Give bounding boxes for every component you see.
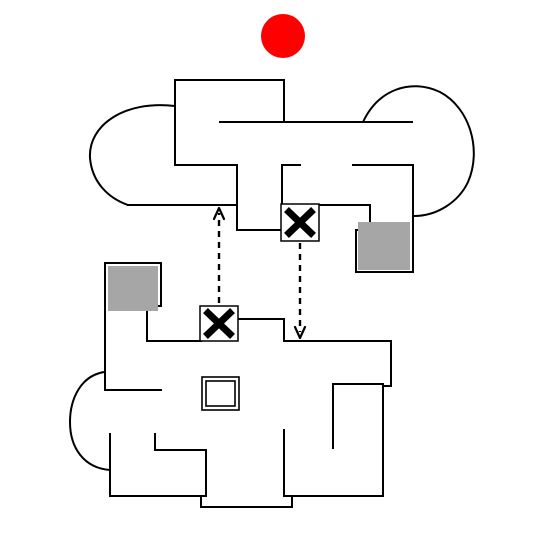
lower-bottom-left-wall bbox=[109, 433, 207, 497]
upper-level-walls bbox=[88, 79, 475, 273]
lower-left-room-wall bbox=[104, 262, 202, 391]
upper-stairs-icon bbox=[358, 222, 410, 270]
upper-main-wall bbox=[174, 79, 285, 166]
trap-upper-icon bbox=[280, 203, 320, 242]
lower-trap-alcove-wall bbox=[237, 318, 392, 387]
upper-left-lobe-wall bbox=[88, 104, 176, 206]
pedestal-icon bbox=[201, 376, 240, 411]
lower-stairs-icon bbox=[108, 266, 158, 311]
upper-right-lobe-wall bbox=[362, 85, 475, 217]
trap-lower-icon bbox=[199, 305, 239, 342]
lower-left-lobe-wall bbox=[68, 371, 111, 471]
portal-down-icon bbox=[293, 243, 307, 340]
portal-up-icon bbox=[212, 206, 226, 303]
lower-bottom-passage-wall bbox=[200, 495, 293, 508]
lower-right-inner-wall bbox=[332, 383, 384, 449]
lower-level-walls bbox=[68, 262, 392, 508]
lower-right-wing-wall bbox=[283, 385, 392, 497]
entrance-marker bbox=[261, 14, 305, 58]
upper-left-room-wall bbox=[174, 164, 283, 231]
